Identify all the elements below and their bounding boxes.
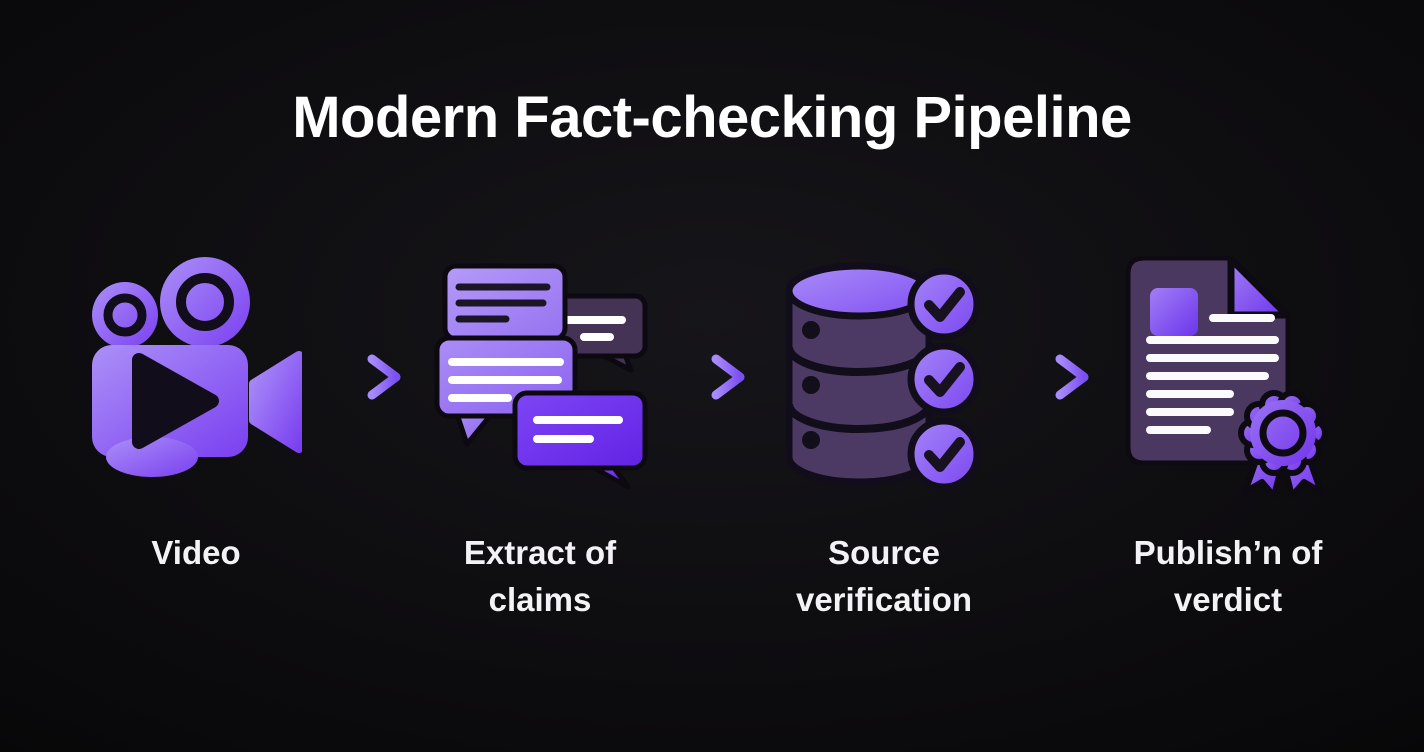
arrow-right-icon (1004, 252, 1108, 502)
step-label-video: Video (151, 534, 241, 571)
step-label-extract-claims: Extract of claims (463, 534, 617, 618)
pipeline-step-extract-claims: Extract of claims (420, 252, 660, 624)
page-title: Modern Fact-checking Pipeline (292, 85, 1132, 150)
pipeline-step-source-verification: Source verification (764, 252, 1004, 624)
pipeline-step-video: Video (76, 252, 316, 577)
arrow-right-icon (660, 252, 764, 502)
chat-bubbles-icon (432, 252, 648, 502)
document-award-icon (1125, 252, 1331, 502)
database-checkmarks-icon (786, 252, 982, 502)
arrow-right-icon (316, 252, 420, 502)
step-label-source-verification: Source verification (795, 534, 973, 618)
pipeline-diagram: Video (0, 252, 1424, 624)
pipeline-step-publish-verdict: Publish’n of verdict (1108, 252, 1348, 624)
step-label-publish-verdict: Publish’n of verdict (1133, 534, 1323, 618)
video-camera-icon (90, 252, 302, 502)
